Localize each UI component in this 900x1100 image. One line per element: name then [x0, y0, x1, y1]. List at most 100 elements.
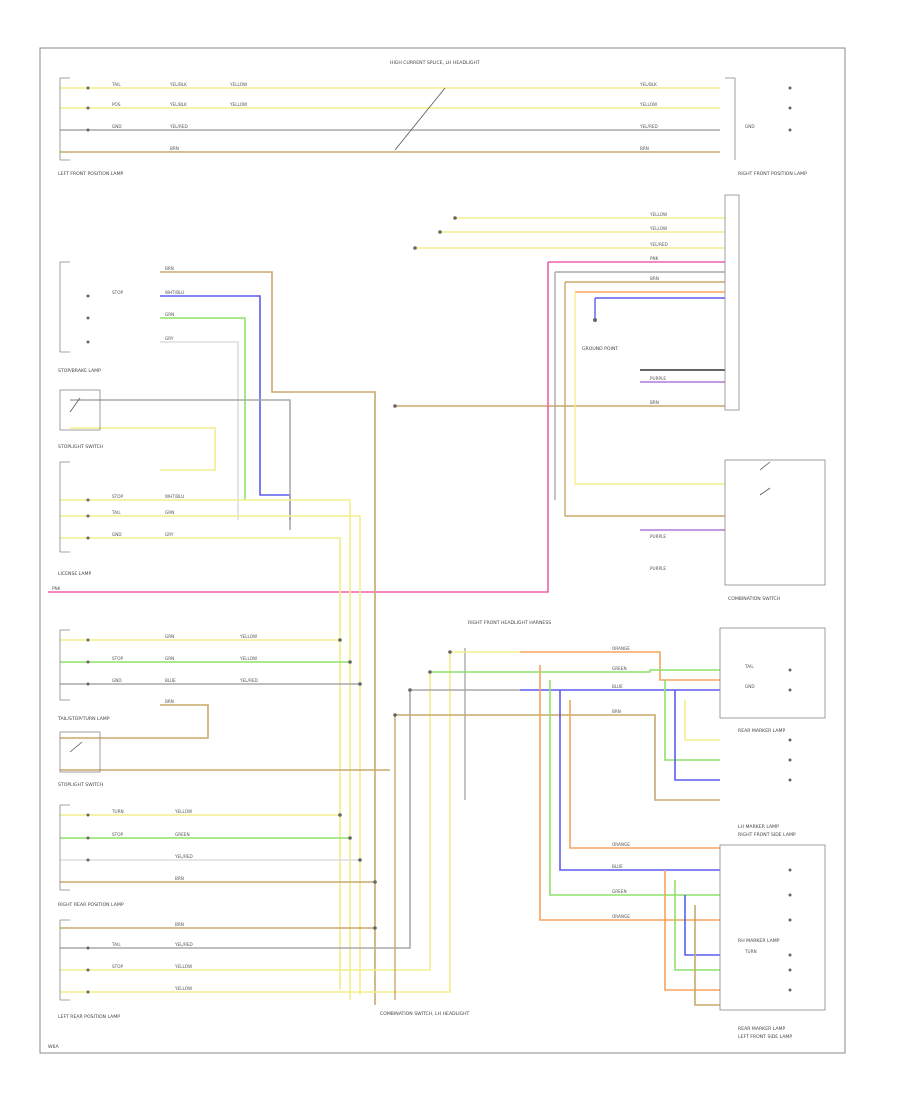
stoplight-switch-2-label: STOPLIGHT SWITCH — [58, 782, 103, 788]
pin-label: TAIL — [111, 82, 121, 87]
center-bus — [395, 217, 725, 407]
combo-switch-label: COMBINATION SWITCH — [728, 596, 780, 602]
component-boxes — [59, 77, 826, 1011]
rh-marker-sub-label: LEFT FRONT SIDE LAMP — [738, 1034, 792, 1040]
wire-label: YELLOW — [174, 964, 192, 969]
wire-label: GRN — [165, 312, 174, 317]
wire-label: YELLOW — [229, 82, 247, 87]
wire-label: BRN — [170, 146, 179, 151]
pink-wire — [48, 262, 549, 593]
pin-label: GND — [112, 678, 122, 683]
wire-label: BLUE — [612, 684, 623, 689]
pin-label: TURN — [744, 949, 757, 954]
pin-label: TURN — [111, 809, 124, 814]
wire-label: WHT/BLU — [165, 290, 184, 295]
wire-label: GREEN — [612, 666, 627, 671]
pin-label: POS — [112, 102, 121, 107]
pin-label: STOP — [112, 832, 124, 837]
wire-label: GRN — [165, 656, 174, 661]
wire-label: YELLOW — [239, 634, 257, 639]
splice-bottom-label: COMBINATION SWITCH, LH HEADLIGHT — [380, 1011, 470, 1017]
wire-label: YEL/BLK — [639, 82, 657, 87]
switch-symbols — [69, 397, 771, 753]
pin-label: STOP — [112, 656, 124, 661]
side-marker-label: REAR MARKER LAMP — [738, 1026, 786, 1032]
wire-label: YEL/RED — [649, 242, 668, 247]
wire-label: BRN — [165, 266, 174, 271]
wire-label: PURPLE — [650, 566, 666, 571]
wire-label: BRN — [165, 699, 174, 704]
wire-label: YEL/BLK — [169, 102, 187, 107]
pin-labels: TAIL POS GND GND STOP STOP TAIL GND STOP… — [111, 82, 757, 969]
pin-label: STOP — [112, 494, 124, 499]
diagram-border — [39, 47, 846, 1054]
center-bundle — [394, 648, 520, 1000]
wire-label: PNK — [650, 256, 659, 261]
wire-labels: YEL/BLK YELLOW YEL/BLK YEL/BLK YELLOW YE… — [52, 82, 668, 991]
left-harness — [60, 271, 451, 1005]
pin-label: GND — [112, 532, 122, 537]
wire-label: GRN — [165, 634, 174, 639]
wire-label: BRN — [640, 146, 649, 151]
pin-label: TAIL — [744, 664, 754, 669]
pin-dots — [86, 86, 792, 994]
wire-label: YELLOW — [649, 212, 667, 217]
wire-label: YEL/BLK — [169, 82, 187, 87]
wire-label: YEL/RED — [239, 678, 258, 683]
wire-label: BRN — [612, 709, 621, 714]
wire-label: ORANGE — [612, 646, 630, 651]
right-front-tail-label: RIGHT FRONT POSITION LAMP — [738, 171, 807, 177]
ground-note-label: GROUND POINT — [582, 346, 618, 352]
footer-code: W6A — [48, 1044, 59, 1050]
wire-label: YEL/RED — [174, 942, 193, 947]
wire-label: YELLOW — [174, 986, 192, 991]
wire-label: ORANGE — [612, 842, 630, 847]
wire-label: YELLOW — [174, 809, 192, 814]
wire-label: PNK — [52, 586, 61, 591]
left-front-tail-label: LEFT FRONT POSITION LAMP — [58, 171, 124, 177]
stop-lamp-label: STOP/BRAKE LAMP — [58, 368, 101, 374]
wire-label: YEL/RED — [639, 124, 658, 129]
lh-marker-sub-label: RIGHT FRONT SIDE LAMP — [738, 832, 796, 838]
wire-label: BRN — [650, 276, 659, 281]
pin-label: TAIL — [111, 942, 121, 947]
wire-label: BRN — [175, 922, 184, 927]
brown-wire-vert — [564, 282, 725, 517]
pin-label: GND — [112, 124, 122, 129]
top-harness — [60, 87, 720, 153]
right-marker-harness — [520, 651, 720, 1006]
splice-top-label: HIGH CURRENT SPLICE, LH HEADLIGHT — [390, 60, 480, 66]
wire-label: YELLOW — [229, 102, 247, 107]
wire-label: GRY — [165, 336, 174, 341]
wire-label: BLUE — [165, 678, 176, 683]
wire-label: YEL/RED — [174, 854, 193, 859]
wire-label: PURPLE — [650, 534, 666, 539]
wire-label: ORANGE — [612, 914, 630, 919]
pin-label: STOP — [112, 290, 124, 295]
license-lamp-label: LICENSE LAMP — [58, 571, 92, 577]
left-rear-tail-label: LEFT REAR POSITION LAMP — [58, 1014, 120, 1020]
wire-label: GREEN — [175, 832, 190, 837]
pin-label: GND — [745, 124, 755, 129]
pin-label: GND — [745, 684, 755, 689]
wire-label: YELLOW — [649, 226, 667, 231]
wire-label: BLUE — [612, 864, 623, 869]
wire-label: GRN — [165, 510, 174, 515]
wire-label: GRY — [165, 532, 174, 537]
wire-label: BRN — [650, 400, 659, 405]
wire-label: YEL/RED — [169, 124, 188, 129]
component-labels: LEFT FRONT POSITION LAMP RIGHT FRONT POS… — [48, 60, 807, 1050]
rh-marker-label: RH MARKER LAMP — [738, 938, 780, 944]
right-rear-tail-label: RIGHT REAR POSITION LAMP — [58, 902, 124, 908]
orange-wire-vert — [574, 292, 725, 485]
pin-label: STOP — [112, 964, 124, 969]
rear-marker-label: REAR MARKER LAMP — [738, 728, 786, 734]
wire-label: YELLOW — [639, 102, 657, 107]
wire-label: YELLOW — [239, 656, 257, 661]
lh-marker-label: LH MARKER LAMP — [738, 824, 779, 830]
wire-label: GREEN — [612, 889, 627, 894]
tail-stop-lamp-label: TAIL/STOP/TURN LAMP — [57, 716, 110, 722]
wire-label: WHT/BLU — [165, 494, 184, 499]
stoplight-switch-1-label: STOPLIGHT SWITCH — [58, 444, 103, 450]
